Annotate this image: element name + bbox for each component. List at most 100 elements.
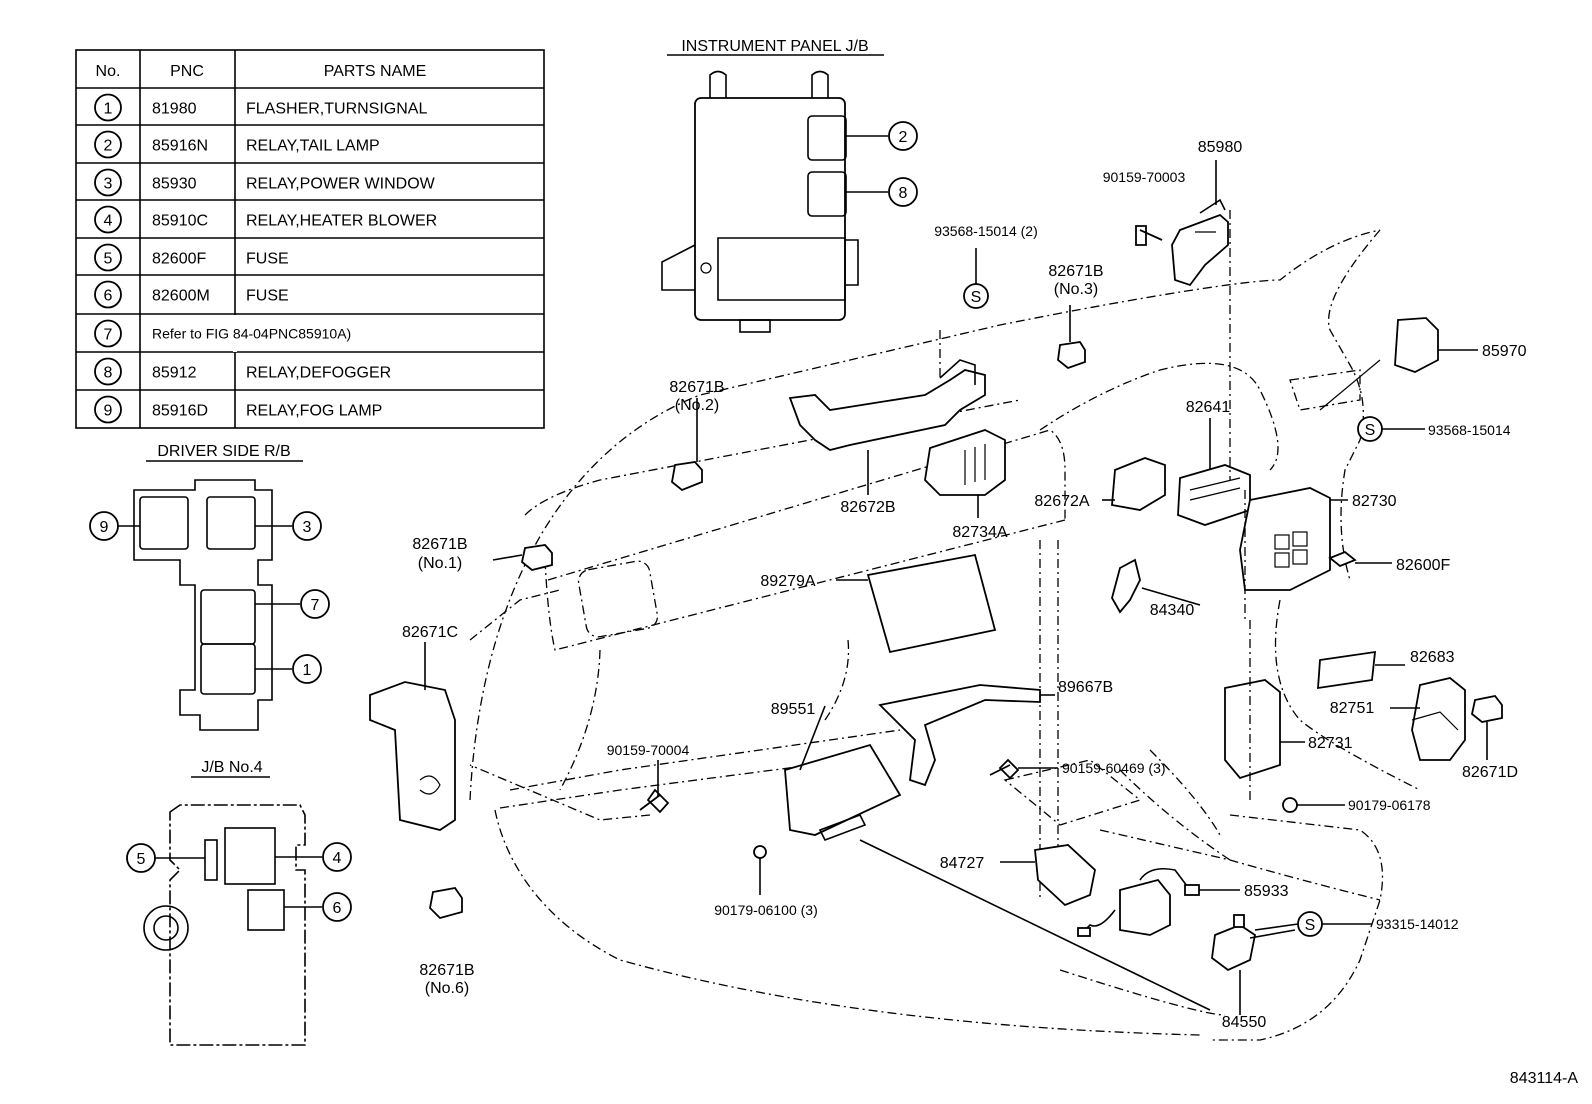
- s-mark-label: S: [971, 289, 982, 306]
- callout-90179-06100: 90179-06100 (3): [714, 902, 818, 918]
- callout-labels: 85980 90159-70003 93568-15014 (2) 82671B…: [402, 139, 1578, 1087]
- callout-82671b-no1-sub: (No.1): [418, 555, 462, 572]
- s-mark-label: S: [1365, 422, 1376, 439]
- figure-id: 843114-A: [1510, 1070, 1579, 1087]
- instrument-panel-jb-title: INSTRUMENT PANEL J/B: [681, 38, 868, 55]
- row-number-circle: [94, 357, 122, 386]
- ref-number: 6: [333, 900, 342, 917]
- callout-82671b-no6: 82671B: [419, 962, 474, 979]
- table-cell-name: FLASHER,TURNSIGNAL: [246, 101, 427, 118]
- callout-82734a: 82734A: [952, 524, 1007, 541]
- row-number-circle: [94, 205, 122, 234]
- table-header-pnc: PNC: [170, 63, 204, 80]
- table-cell-pnc: 82600F: [152, 251, 206, 268]
- callout-90159-70003: 90159-70003: [1103, 169, 1186, 185]
- ref-number: 1: [303, 662, 312, 679]
- callout-82671b-no3-sub: (No.3): [1054, 281, 1098, 298]
- callout-84550: 84550: [1222, 1014, 1267, 1031]
- table-cell-name: RELAY,POWER WINDOW: [246, 176, 436, 193]
- table-cell-pnc: 85930: [152, 176, 197, 193]
- callout-93568-15014-2: 93568-15014 (2): [934, 223, 1038, 239]
- table-cell-no: 3: [104, 176, 113, 193]
- callout-82671b-no2-sub: (No.2): [675, 397, 719, 414]
- table-header-parts-name: PARTS NAME: [324, 63, 427, 80]
- ref-number: 3: [303, 519, 312, 536]
- ref-number: 5: [137, 851, 146, 868]
- jb-no4: J/B No.4: [126, 759, 352, 1046]
- callout-82671b-no2: 82671B: [669, 379, 724, 396]
- row-number-circle: [94, 243, 122, 272]
- ref-number: 7: [311, 597, 320, 614]
- table-cell-name: RELAY,FOG LAMP: [246, 403, 382, 420]
- callout-85980: 85980: [1198, 139, 1243, 156]
- table-cell-name: RELAY,DEFOGGER: [246, 365, 391, 382]
- table-cell-pnc: 85910C: [152, 213, 208, 230]
- table-cell-no: 6: [104, 288, 113, 305]
- table-rows: 1 81980 FLASHER,TURNSIGNAL 2 85916N RELAY,TAI…: [94, 93, 437, 424]
- callout-82672b: 82672B: [840, 499, 895, 516]
- parts-table: No. PNC PARTS NAME: [75, 49, 545, 429]
- callout-82671b-no1: 82671B: [412, 536, 467, 553]
- dashboard-parts: [369, 160, 1503, 1016]
- dashboard-outline: [469, 229, 1421, 1041]
- row-number-circle: [94, 280, 122, 309]
- ref-number: 2: [899, 129, 908, 146]
- table-cell-pnc: 85912: [152, 365, 197, 382]
- callout-85970: 85970: [1482, 343, 1527, 360]
- table-cell-name: RELAY,HEATER BLOWER: [246, 213, 437, 230]
- ref-number: 4: [333, 850, 342, 867]
- merged-cell-mask: [233, 315, 237, 352]
- table-cell-pnc: 85916N: [152, 138, 208, 155]
- callout-82671c: 82671C: [402, 624, 458, 641]
- table-cell-no: 5: [104, 251, 113, 268]
- table-cell-no: 8: [104, 365, 113, 382]
- s-mark-label: S: [1305, 917, 1316, 934]
- table-cell-name: Refer to FIG 84-04PNC85910A): [152, 326, 351, 342]
- callout-82751: 82751: [1330, 700, 1375, 717]
- row-number-circle: [94, 93, 122, 122]
- table-cell-name: FUSE: [246, 288, 289, 305]
- row-number-circle: [94, 130, 122, 159]
- row-number-circle: [94, 168, 122, 197]
- table-cell-pnc: 85916D: [152, 403, 208, 420]
- table-cell-no: 2: [104, 138, 113, 155]
- callout-84727: 84727: [940, 855, 985, 872]
- s-markers: S S S: [971, 289, 1376, 934]
- table-cell-pnc: 82600M: [152, 288, 210, 305]
- table-cell-name: FUSE: [246, 251, 289, 268]
- callout-89279a: 89279A: [760, 573, 815, 590]
- callout-84340: 84340: [1150, 602, 1195, 619]
- table-cell-no: 4: [104, 213, 113, 230]
- callout-90159-60469: 90159-60469 (3): [1062, 760, 1166, 776]
- ref-number: 9: [100, 519, 109, 536]
- table-cell-pnc: 81980: [152, 101, 197, 118]
- callout-82730: 82730: [1352, 493, 1397, 510]
- callout-89551: 89551: [771, 701, 816, 718]
- callout-93315-14012: 93315-14012: [1376, 916, 1459, 932]
- callout-82671d: 82671D: [1462, 764, 1518, 781]
- jb-no4-title: J/B No.4: [201, 759, 262, 776]
- ref-number: 8: [899, 185, 908, 202]
- table-header-no: No.: [96, 63, 121, 80]
- callout-89667b: 89667B: [1058, 679, 1113, 696]
- driver-side-rb: DRIVER SIDE R/B: [89, 443, 330, 731]
- table-cell-name: RELAY,TAIL LAMP: [246, 138, 380, 155]
- callout-90179-06178: 90179-06178: [1348, 797, 1431, 813]
- callout-82671b-no6-sub: (No.6): [425, 980, 469, 997]
- callout-93568-15014: 93568-15014: [1428, 422, 1511, 438]
- table-cell-no: 1: [104, 101, 113, 118]
- row-number-circle: [94, 319, 122, 348]
- table-cell-no: 9: [104, 403, 113, 420]
- callout-82600f: 82600F: [1396, 557, 1450, 574]
- callout-82641: 82641: [1186, 399, 1231, 416]
- callout-90159-70004: 90159-70004: [607, 742, 690, 758]
- row-number-circle: [94, 395, 122, 424]
- callout-82671b-no3: 82671B: [1048, 263, 1103, 280]
- callout-82731: 82731: [1308, 735, 1353, 752]
- callout-82683: 82683: [1410, 649, 1455, 666]
- instrument-panel-jb: INSTRUMENT PANEL J/B: [661, 38, 918, 333]
- reference-numerals: 2 8 9 3 7 1 5 4 6: [100, 129, 908, 917]
- driver-side-rb-title: DRIVER SIDE R/B: [157, 443, 290, 460]
